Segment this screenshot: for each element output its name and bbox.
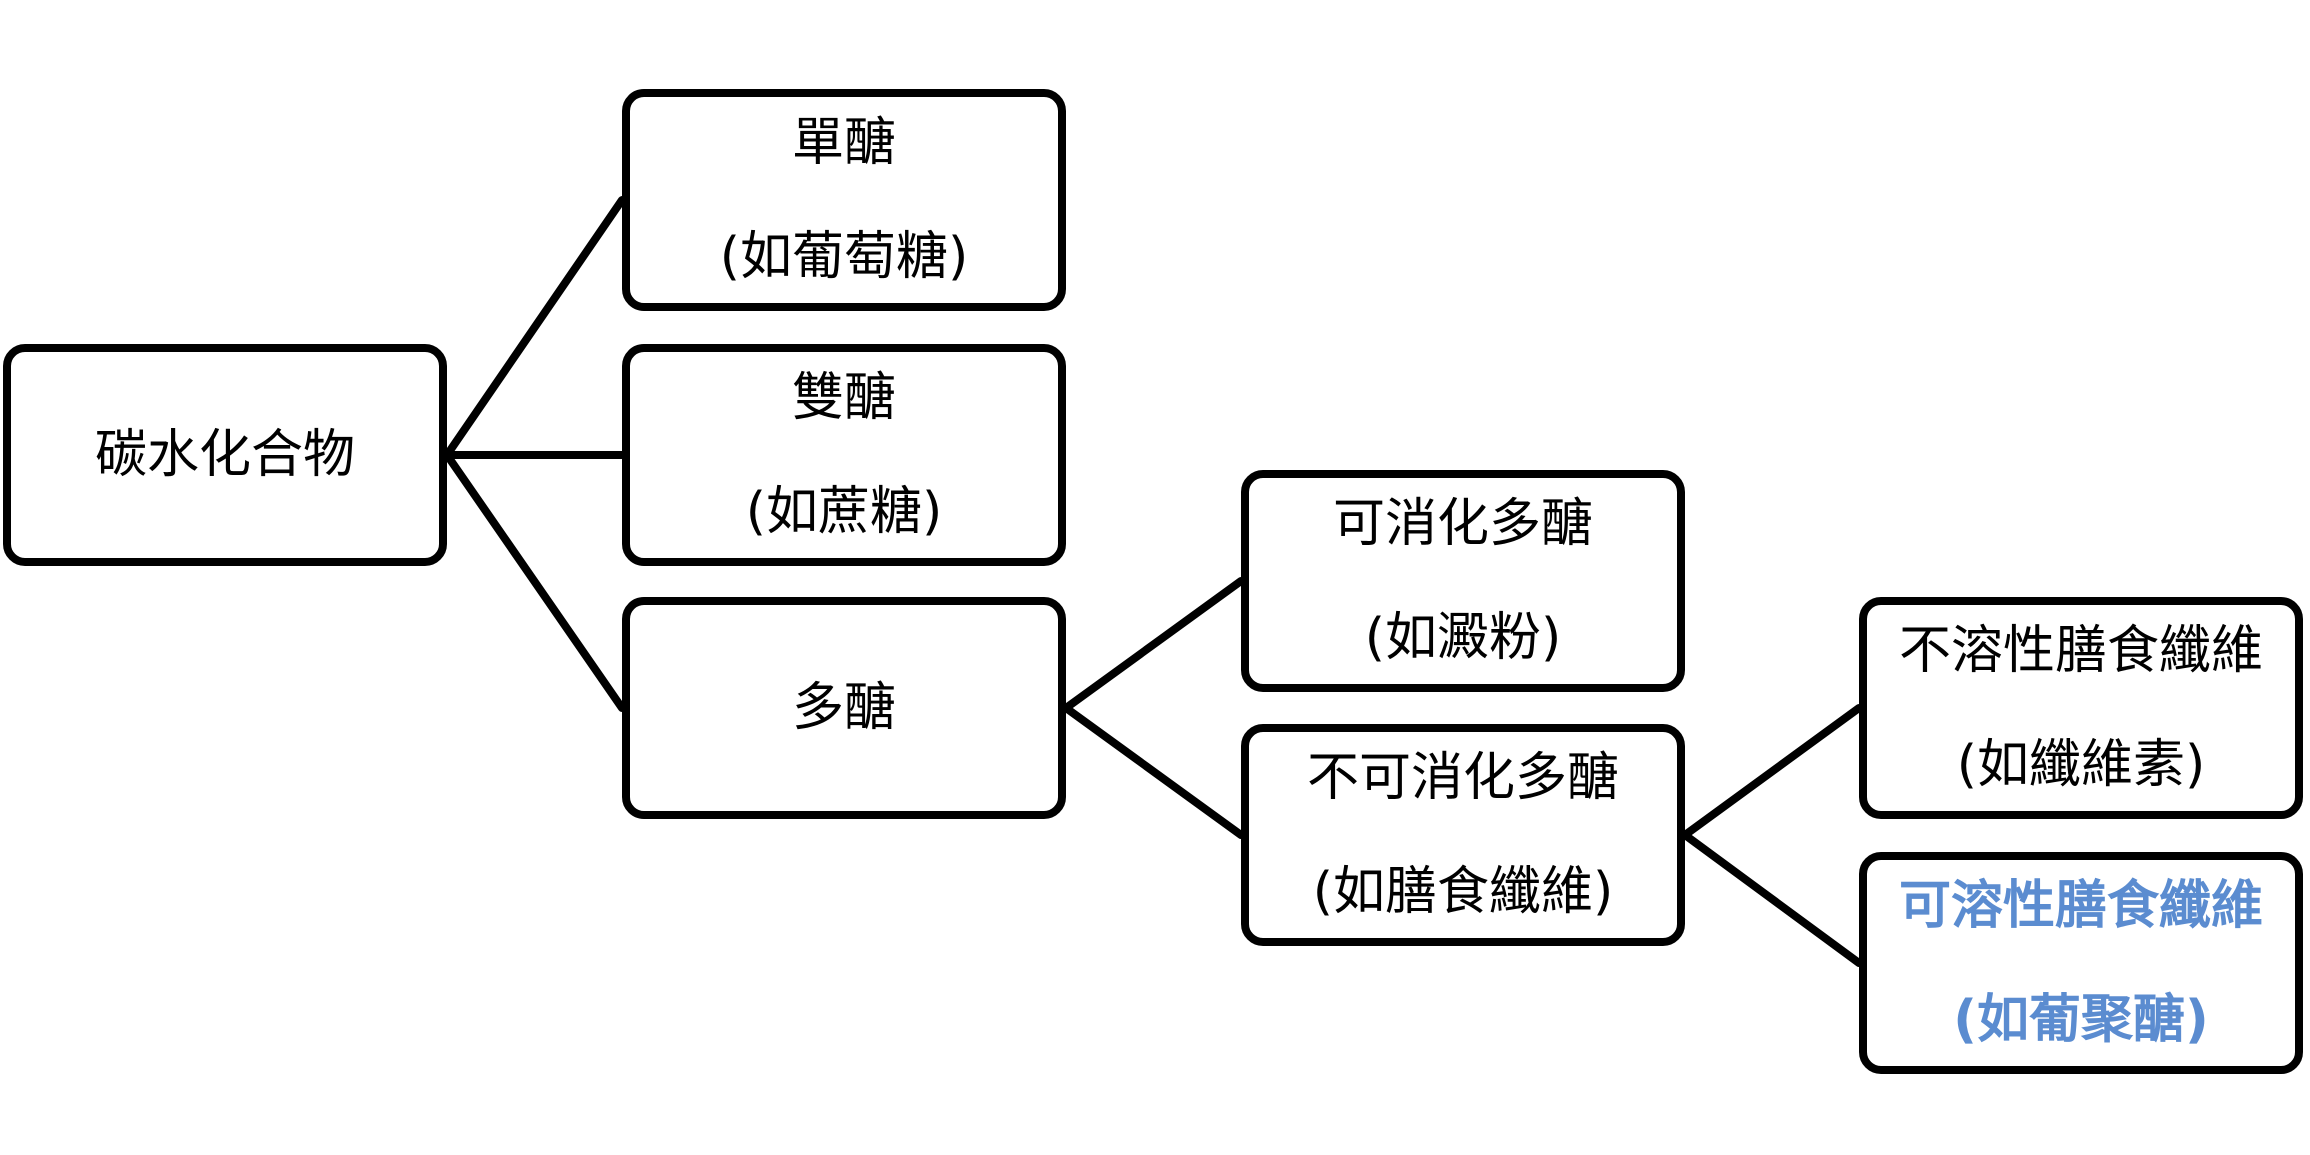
node-soluble-fiber: 可溶性膳食纖維 (如葡聚醣) xyxy=(1859,852,2303,1074)
node-indigestible-polysaccharide-label: 不可消化多醣 xyxy=(1306,748,1619,808)
node-insoluble-fiber: 不溶性膳食纖維 (如纖維素) xyxy=(1859,597,2303,819)
node-soluble-fiber-example: (如葡聚醣) xyxy=(1953,990,2209,1050)
node-polysaccharide: 多醣 xyxy=(622,597,1066,819)
node-soluble-fiber-label: 可溶性膳食纖維 xyxy=(1898,876,2263,936)
node-monosaccharide: 單醣 (如葡萄糖) xyxy=(622,89,1066,311)
node-monosaccharide-label: 單醣 xyxy=(791,113,896,173)
node-digestible-polysaccharide-example: (如澱粉) xyxy=(1364,608,1562,668)
node-indigestible-polysaccharide-example: (如膳食纖維) xyxy=(1312,862,1614,922)
edge-indigestible-insoluble-fiber xyxy=(1681,704,1863,839)
node-digestible-polysaccharide-label: 可消化多醣 xyxy=(1332,494,1593,554)
node-monosaccharide-example: (如葡萄糖) xyxy=(719,227,969,287)
node-insoluble-fiber-example: (如纖維素) xyxy=(1956,735,2206,795)
edge-carbohydrate-monosaccharide xyxy=(443,196,626,459)
node-disaccharide: 雙醣 (如蔗糖) xyxy=(622,344,1066,566)
node-disaccharide-example: (如蔗糖) xyxy=(745,482,943,542)
edge-carbohydrate-polysaccharide xyxy=(443,451,626,712)
node-polysaccharide-label: 多醣 xyxy=(791,678,896,738)
node-indigestible-polysaccharide: 不可消化多醣 (如膳食纖維) xyxy=(1241,724,1685,946)
node-insoluble-fiber-label: 不溶性膳食纖維 xyxy=(1898,621,2263,681)
edge-polysaccharide-indigestible xyxy=(1062,704,1245,839)
edge-indigestible-soluble-fiber xyxy=(1681,831,1863,967)
node-carbohydrate: 碳水化合物 xyxy=(3,344,447,566)
node-digestible-polysaccharide: 可消化多醣 (如澱粉) xyxy=(1241,470,1685,692)
node-carbohydrate-label: 碳水化合物 xyxy=(94,425,355,485)
edge-polysaccharide-digestible xyxy=(1062,577,1245,712)
node-disaccharide-label: 雙醣 xyxy=(791,368,896,428)
